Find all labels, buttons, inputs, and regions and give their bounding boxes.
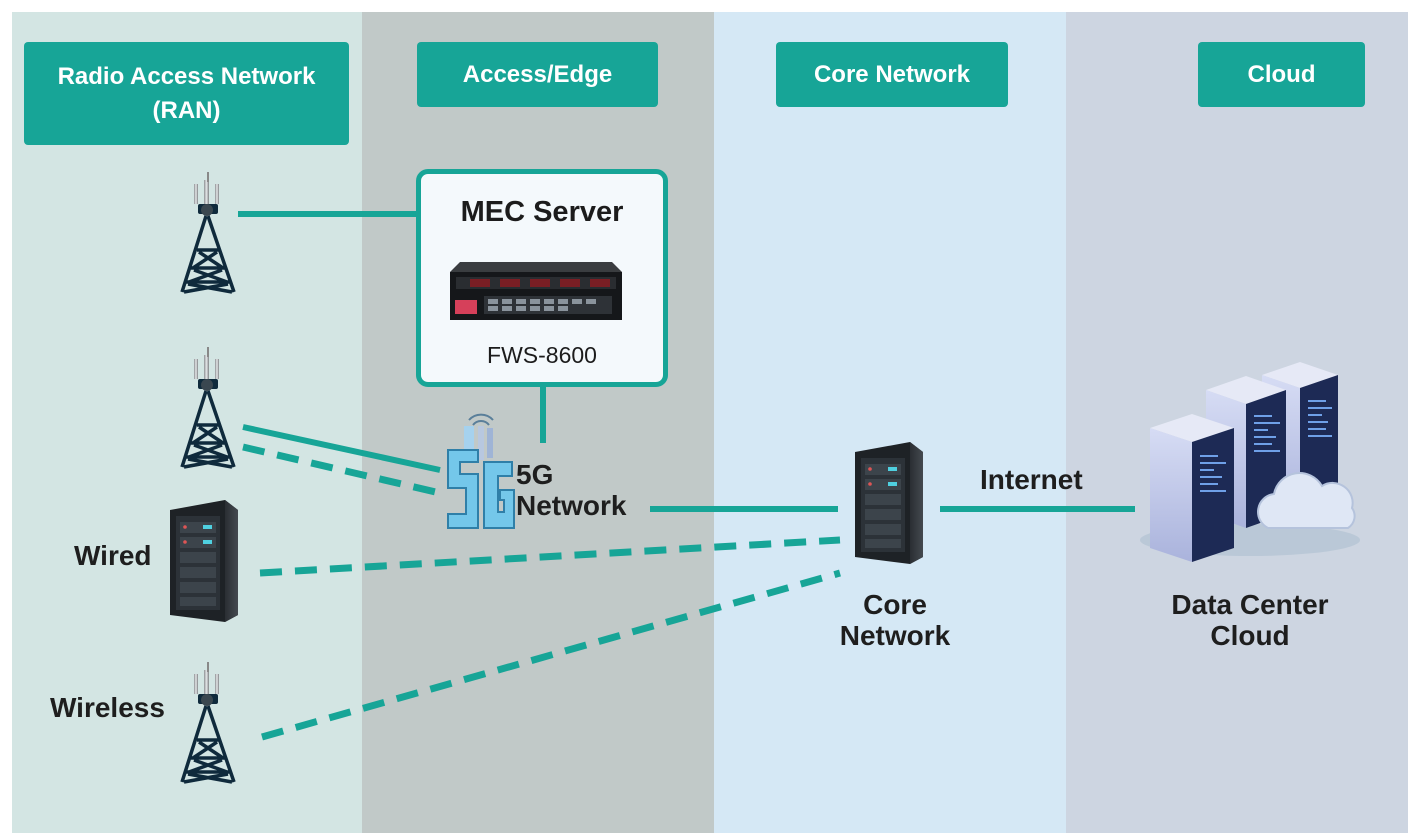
access-edge-header: Access/Edge — [417, 42, 658, 107]
5g-network-label: 5G Network — [516, 459, 626, 521]
dc-label-line1: Data Center — [1171, 589, 1329, 620]
wired-to-core-dashed-line — [259, 536, 841, 577]
ran-column — [12, 12, 362, 833]
ran-header-line2: (RAN) — [152, 96, 221, 124]
wired-label: Wired — [74, 540, 152, 571]
wireless-to-core-dashed-line — [261, 569, 841, 741]
core-label-line1: Core — [863, 589, 927, 620]
mec-server-title: MEC Server — [460, 196, 624, 228]
network-appliance-icon — [450, 262, 622, 320]
cell-tower-icon — [180, 660, 236, 784]
access-edge-column — [362, 12, 714, 833]
core-server-rack-icon — [855, 442, 923, 564]
5g-label-line1: 5G — [516, 459, 554, 490]
5g-label-line2: Network — [516, 490, 627, 521]
server-rack-icon — [170, 500, 238, 622]
5g-antenna-icon — [447, 413, 515, 529]
mec-server-model: FWS-8600 — [487, 342, 597, 368]
cell-tower-icon — [180, 170, 236, 294]
cloud-header-text: Cloud — [1247, 60, 1316, 88]
tower2-to-5g-solid-line — [242, 424, 441, 473]
wireless-label: Wireless — [50, 692, 165, 723]
core-label-line2: Network — [839, 620, 951, 651]
core-network-column — [714, 12, 1066, 833]
ran-header: Radio Access Network (RAN) — [24, 42, 349, 145]
data-center-cloud-label: Data Center Cloud — [1150, 589, 1350, 651]
access-edge-header-text: Access/Edge — [462, 60, 613, 88]
dc-label-line2: Cloud — [1210, 620, 1290, 651]
core-network-label: Core Network — [830, 589, 960, 651]
internet-label: Internet — [980, 464, 1083, 495]
cloud-header: Cloud — [1198, 42, 1365, 107]
cell-tower-icon — [180, 345, 236, 469]
data-center-cloud-icon — [1140, 362, 1360, 562]
ran-header-line1: Radio Access Network — [57, 62, 316, 90]
core-network-header-text: Core Network — [813, 60, 971, 88]
core-network-header: Core Network — [776, 42, 1008, 107]
